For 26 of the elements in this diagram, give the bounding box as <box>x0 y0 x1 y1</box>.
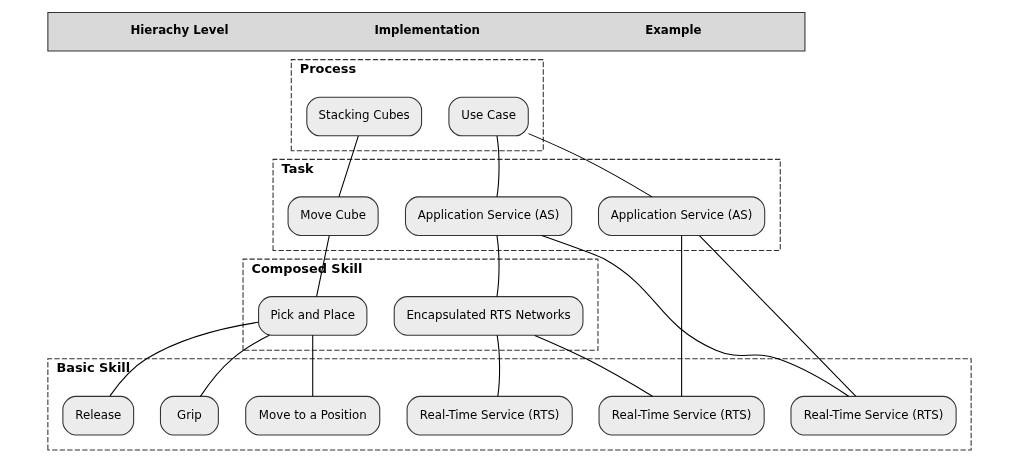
node-box: Encapsulated RTS Networks <box>393 296 583 336</box>
node-box: Real-Time Service (RTS) <box>789 395 957 436</box>
node-box: Application Service (AS) <box>597 196 765 237</box>
connector <box>108 321 259 397</box>
node-box: Real-Time Service (RTS) <box>406 395 573 436</box>
connector <box>527 133 653 198</box>
connector <box>315 235 330 298</box>
node-box: Use Case <box>447 96 529 137</box>
node-box: Real-Time Service (RTS) <box>598 395 765 436</box>
node-box: Stacking Cubes <box>305 96 422 137</box>
connector <box>496 334 500 397</box>
connector <box>199 334 270 397</box>
node-box: Application Service (AS) <box>404 196 572 237</box>
node-box: Hierachy Level Implementation Example <box>46 11 805 52</box>
node-box: Move to a Position <box>244 395 380 436</box>
connector <box>495 235 500 298</box>
connector <box>533 334 653 397</box>
connector <box>495 135 500 198</box>
connector <box>698 235 856 397</box>
connector <box>337 135 359 198</box>
connector <box>311 334 313 397</box>
node-box: Move Cube <box>287 196 379 237</box>
connector <box>680 235 682 397</box>
node-box: Grip <box>159 395 219 436</box>
node-box: Pick and Place <box>257 296 367 336</box>
node-box: Release <box>61 395 134 436</box>
